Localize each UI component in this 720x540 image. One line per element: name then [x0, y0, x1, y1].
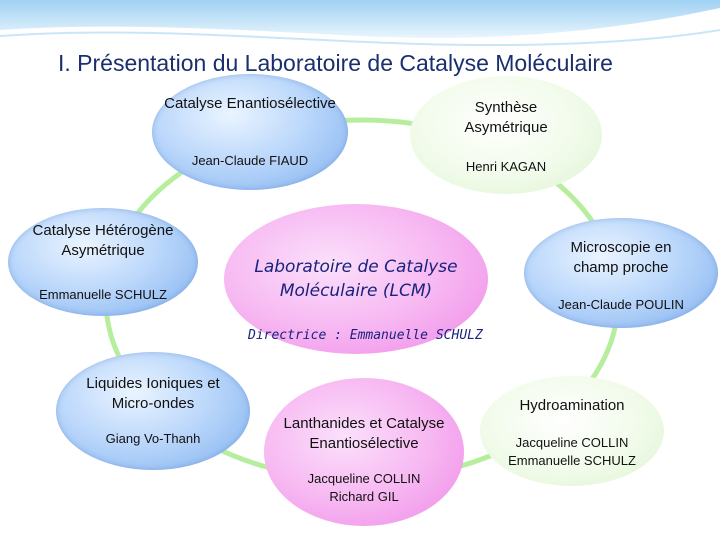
node-person: Giang Vo-Thanh	[105, 431, 201, 446]
lab-name: Laboratoire de Catalyse Moléculaire (LCM…	[254, 257, 458, 301]
node-person: Jean-Claude FIAUD	[191, 153, 309, 168]
node-liquides-ioniques: Liquides Ioniques et Micro-ondes Giang V…	[56, 352, 250, 470]
node-hydroamination: Hydroamination Jacqueline COLLIN Emmanue…	[480, 376, 664, 486]
node-person: Emmanuelle SCHULZ	[39, 287, 167, 302]
page-title: I. Présentation du Laboratoire de Cataly…	[58, 50, 613, 76]
node-microscopie: Microscopie en champ proche Jean-Claude …	[524, 218, 718, 328]
node-title: Catalyse Hétérogène Asymétrique	[32, 222, 174, 259]
header-wave-decoration	[0, 0, 720, 47]
node-title: Catalyse Enantiosélective	[164, 95, 336, 112]
node-person: Jacqueline COLLIN Richard GIL	[307, 471, 421, 504]
node-laboratoire-center	[224, 204, 488, 354]
node-title: Lanthanides et Catalyse Enantiosélective	[283, 415, 445, 452]
node-title: Microscopie en champ proche	[570, 239, 672, 276]
node-catalyse-heterogene: Catalyse Hétérogène Asymétrique Emmanuel…	[8, 208, 198, 316]
node-person: Jacqueline COLLIN Emmanuelle SCHULZ	[508, 435, 636, 468]
node-synthese-asymetrique: Synthèse Asymétrique Henri KAGAN	[410, 76, 602, 194]
node-title: Liquides Ioniques et Micro-ondes	[86, 375, 220, 412]
node-person: Jean-Claude POULIN	[558, 297, 684, 312]
node-catalyse-enantioselective: Catalyse Enantiosélective Jean-Claude FI…	[152, 74, 348, 190]
node-lanthanides: Lanthanides et Catalyse Enantiosélective…	[264, 378, 464, 526]
node-title: Synthèse Asymétrique	[464, 99, 548, 136]
directrice-label: Directrice : Emmanuelle SCHULZ	[248, 328, 483, 343]
node-title: Hydroamination	[519, 397, 625, 414]
node-person: Henri KAGAN	[465, 159, 547, 174]
